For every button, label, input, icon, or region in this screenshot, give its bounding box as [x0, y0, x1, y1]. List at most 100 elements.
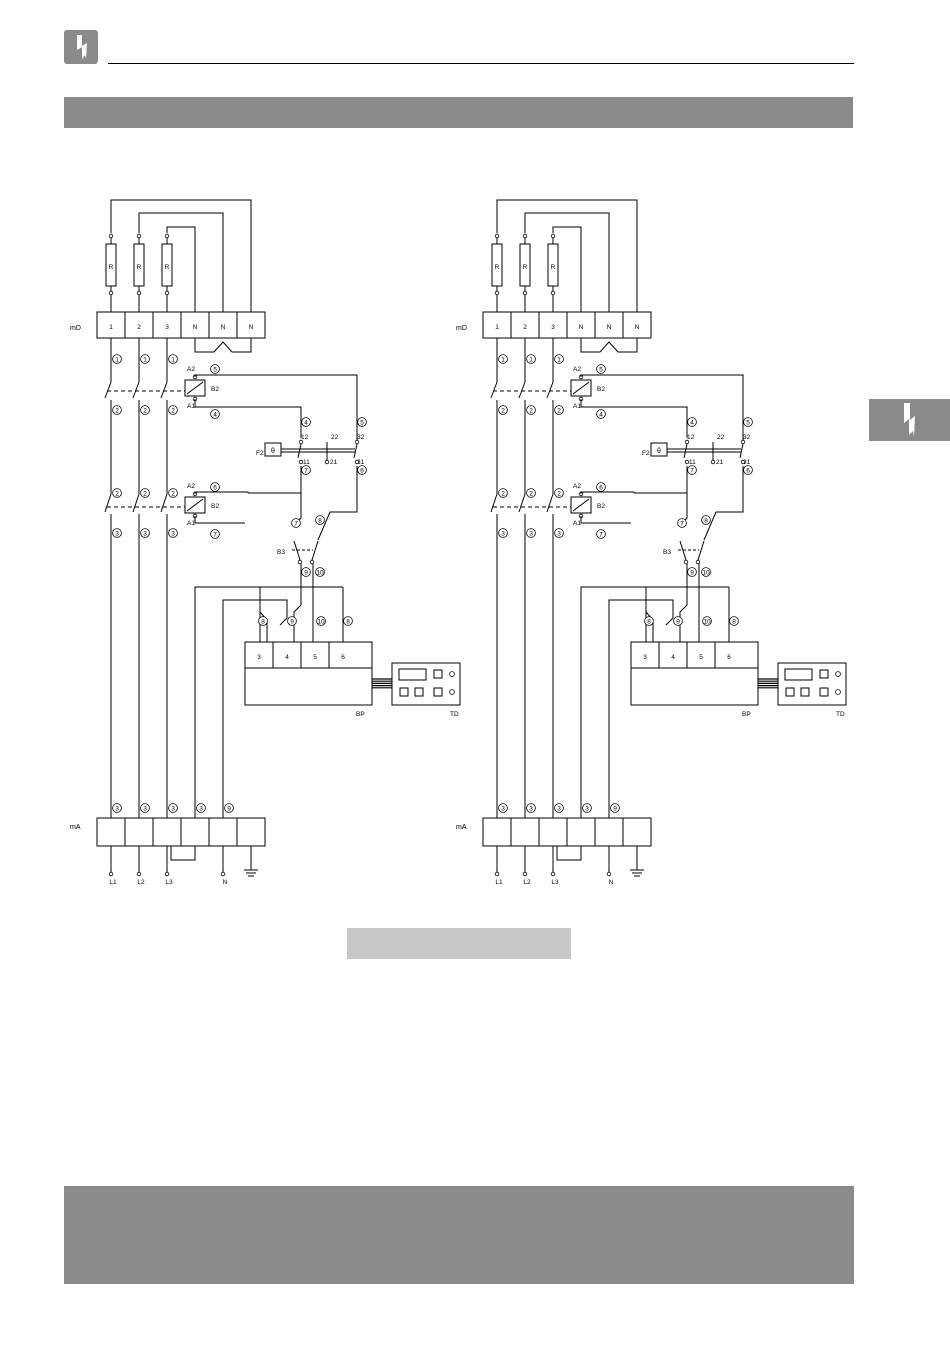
- wire-number-circle: [168, 528, 178, 538]
- wire-number: 9: [227, 805, 231, 812]
- wire-number-circle: [343, 616, 353, 626]
- wire-number: 8: [318, 517, 322, 524]
- wire-number: 6: [599, 484, 603, 491]
- coil-mark: [186, 498, 204, 512]
- wire-number: 2: [529, 407, 533, 414]
- output-terminal-label: mA: [70, 824, 81, 831]
- theta-symbol: θ: [271, 448, 275, 455]
- header-rule: [108, 63, 854, 64]
- wire-number-circle: [112, 488, 122, 498]
- wire-number: 3: [501, 805, 505, 812]
- wire-number-circle: [596, 482, 606, 492]
- relay-contact: [683, 443, 688, 459]
- section-title-bar: [64, 97, 853, 128]
- relay-contact-label: 12: [687, 434, 695, 441]
- terminal-dot: [522, 233, 528, 239]
- coil-terminal-label: A2: [573, 483, 581, 490]
- neutral-bridge: [580, 338, 638, 353]
- relay-contact-label: 11: [689, 459, 696, 466]
- wire-number-circle: [554, 528, 564, 538]
- board-label: BP: [356, 711, 365, 718]
- terminal-dot: [494, 871, 500, 877]
- wire-number-circle: [357, 417, 367, 427]
- neutral-bridge: [194, 338, 252, 353]
- wire-number: 1: [557, 356, 561, 363]
- supply-terminal-number: N: [579, 324, 584, 331]
- supply-terminal-number: N: [607, 324, 612, 331]
- wire-number-circle: [210, 482, 220, 492]
- display-button: [414, 687, 424, 697]
- terminal-dot: [550, 233, 556, 239]
- terminal-dot: [494, 233, 500, 239]
- selector-label: B3: [277, 549, 285, 556]
- wire-number-circle: [554, 803, 564, 813]
- control-wire: [194, 399, 302, 438]
- wire-number: 9: [690, 569, 694, 576]
- line-label: N: [223, 879, 228, 886]
- terminal-dot: [164, 233, 170, 239]
- control-wire: [580, 374, 744, 440]
- line-label: L3: [165, 879, 173, 886]
- selector-contact: [293, 540, 301, 561]
- wire-number: 2: [557, 407, 561, 414]
- coil-mark: [572, 498, 590, 512]
- wire-number: 8: [346, 618, 350, 625]
- wire-number: 3: [143, 805, 147, 812]
- wire-number: 4: [213, 411, 217, 418]
- wire-number-circle: [554, 354, 564, 364]
- coil-terminal-label: A1: [573, 520, 581, 527]
- contactor-contact: [518, 381, 526, 399]
- wire-number-circle: [315, 567, 325, 577]
- neutral-bridge: [556, 846, 582, 861]
- wire-number-circle: [140, 803, 150, 813]
- relay-contact-label: 31: [743, 459, 751, 466]
- supply-terminal-label: mD: [70, 325, 81, 332]
- line-label: N: [609, 879, 614, 886]
- coil-mark: [186, 381, 204, 395]
- wire-number: 2: [171, 490, 175, 497]
- wire-number: 3: [585, 805, 589, 812]
- board-wire: [580, 586, 647, 818]
- wire-number-circle: [582, 803, 592, 813]
- line-label: L2: [137, 879, 145, 886]
- loop-wire: [138, 212, 224, 312]
- wire-number: 9: [676, 618, 680, 625]
- wire-number: 1: [143, 356, 147, 363]
- terminal-dot: [164, 290, 170, 296]
- wire-number-circle: [687, 465, 697, 475]
- terminal-dot: [298, 439, 304, 445]
- contactor-contact: [490, 493, 498, 513]
- wire-number-circle: [498, 803, 508, 813]
- supply-terminal-number: 3: [165, 324, 169, 331]
- display-button: [819, 669, 829, 679]
- wire-number: 1: [529, 356, 533, 363]
- display-label: TD: [450, 711, 459, 718]
- wire-number-circle: [168, 488, 178, 498]
- terminal-dot: [684, 459, 690, 465]
- wire-number: 2: [143, 407, 147, 414]
- terminal-dot: [695, 559, 701, 565]
- wire-number-circle: [526, 528, 536, 538]
- wire-number: 2: [115, 490, 119, 497]
- display-screen: [784, 668, 813, 681]
- thermal-relay-label: F2: [256, 450, 264, 457]
- wire-number: 8: [732, 618, 736, 625]
- wire-number: 9: [290, 618, 294, 625]
- wire-number: 3: [115, 805, 119, 812]
- chapter-tab[interactable]: [869, 399, 950, 441]
- wire-number-circle: [210, 364, 220, 374]
- wire-number-circle: [498, 488, 508, 498]
- wire-number: 7: [213, 531, 217, 538]
- wire-number-circle: [701, 515, 711, 525]
- wire-number: 3: [143, 530, 147, 537]
- wire-number: 4: [690, 419, 694, 426]
- relay-contact-label: 21: [330, 459, 338, 466]
- lightning-icon: [904, 403, 915, 437]
- display-button: [433, 669, 443, 679]
- wire-number: 10: [703, 618, 711, 625]
- wire-number: 5: [360, 419, 364, 426]
- wire-number: 4: [599, 411, 603, 418]
- supply-terminal-number: 3: [551, 324, 555, 331]
- loop-wire: [552, 226, 582, 312]
